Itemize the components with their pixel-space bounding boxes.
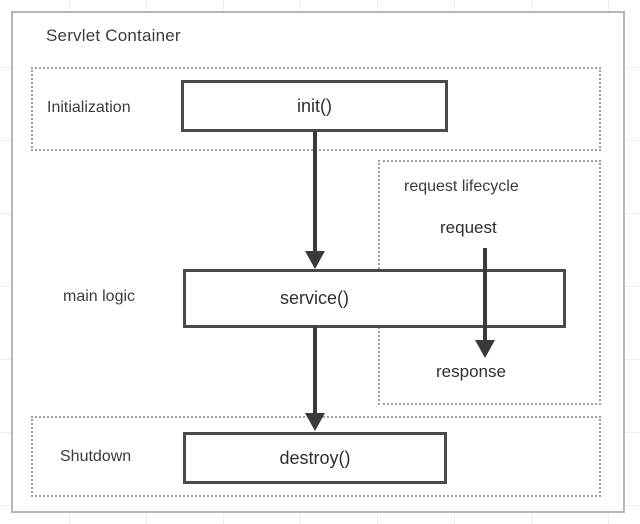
group-label-initialization: Initialization xyxy=(47,99,131,116)
process-box-destroy[interactable]: destroy() xyxy=(183,432,447,484)
group-label-shutdown: Shutdown xyxy=(60,448,132,465)
process-box-init-label: init() xyxy=(297,95,332,116)
servlet-container-title: Servlet Container xyxy=(46,26,181,45)
arrow-head-down-icon xyxy=(305,413,325,431)
flow-label-request: request xyxy=(440,218,497,237)
arrow-shaft xyxy=(483,248,487,342)
flow-label-response: response xyxy=(436,362,506,381)
arrow-shaft xyxy=(313,131,317,253)
process-box-destroy-label: destroy() xyxy=(279,447,351,468)
process-box-service[interactable]: service() xyxy=(183,269,566,328)
arrow-head-down-icon xyxy=(475,340,495,358)
group-label-request-lifecycle: request lifecycle xyxy=(404,178,519,195)
arrow-shaft xyxy=(313,327,317,415)
arrow-head-down-icon xyxy=(305,251,325,269)
group-label-main-logic: main logic xyxy=(63,288,136,305)
process-box-init[interactable]: init() xyxy=(181,80,448,132)
process-box-service-label: service() xyxy=(280,288,350,308)
